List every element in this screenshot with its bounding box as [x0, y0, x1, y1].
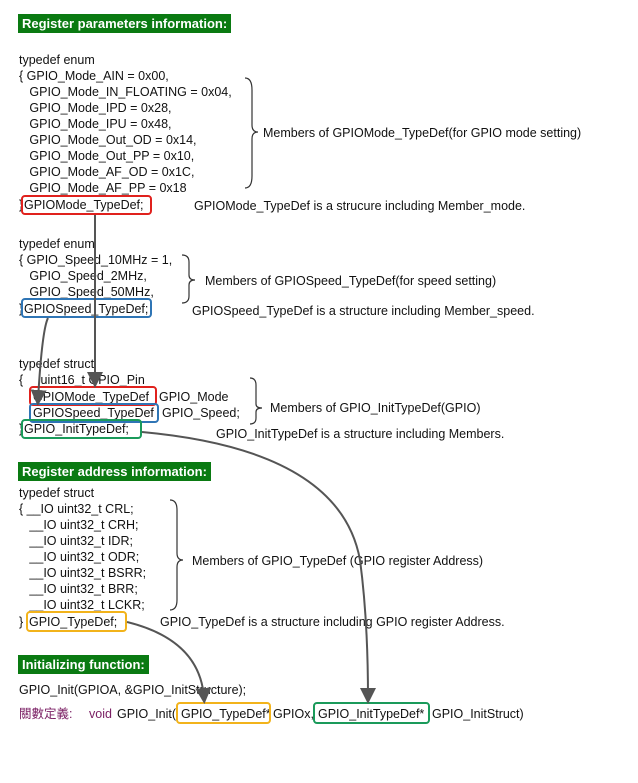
speed-struct-note: GPIOSpeed_TypeDef is a structure includi… [192, 304, 535, 318]
mode-enum-line: GPIO_Mode_Out_OD = 0x14, [19, 133, 197, 147]
init-typedef-to-param-arrow [141, 431, 376, 704]
gpio-struct-line: __IO uint32_t BRR; [19, 582, 138, 596]
param1-type-box [176, 702, 271, 724]
init-function-header: Initializing function: [18, 655, 149, 674]
speed-enum-typedef: typedef enum [19, 237, 95, 251]
void-keyword: void [89, 707, 112, 721]
gpio-struct-line: __IO uint32_t BSRR; [19, 566, 147, 580]
init-members-note: Members of GPIO_InitTypeDef(GPIO) [270, 401, 481, 415]
init-typedef-name: GPIO_InitTypeDef; [24, 422, 129, 436]
gpio-struct-note: GPIO_TypeDef is a structure including GP… [160, 615, 505, 629]
speed-enum-line: { GPIO_Speed_10MHz = 1, [19, 253, 173, 267]
init-struct-speed-type: GPIOSpeed_TypeDef [33, 406, 154, 420]
gpio-struct-line: __IO uint32_t IDR; [19, 534, 133, 548]
mode-enum-line: GPIO_Mode_AF_PP = 0x18 [19, 181, 187, 195]
speed-members-brace [181, 254, 196, 304]
gpio-struct-line: { __IO uint32_t CRL; [19, 502, 134, 516]
speed-typedef-box [21, 298, 152, 318]
mode-typedef-name: GPIOMode_TypeDef; [24, 198, 144, 212]
speed-members-note: Members of GPIOSpeed_TypeDef(for speed s… [205, 274, 497, 288]
gpio-struct-typedef: typedef struct [19, 486, 95, 500]
param1-name: GPIOx, [273, 707, 314, 721]
register-params-header: Register parameters information: [18, 14, 232, 33]
init-struct-mode-member: GPIO_Mode [159, 390, 229, 404]
init-struct-note: GPIO_InitTypeDef is a structure includin… [216, 427, 505, 441]
param1-type: GPIO_TypeDef* [181, 707, 271, 721]
param2-name: GPIO_InitStruct) [432, 707, 524, 721]
mode-enum-line: GPIO_Mode_IPD = 0x28, [19, 101, 172, 115]
gpio-struct-line: __IO uint32_t LCKR; [19, 598, 145, 612]
mode-typedef-box [21, 195, 152, 215]
mode-members-brace [244, 77, 259, 189]
mode-enum-line: { GPIO_Mode_AIN = 0x00, [19, 69, 169, 83]
gpio-typedef-name: GPIO_TypeDef; [29, 615, 118, 629]
gpio-typedef-box [26, 611, 127, 632]
gpio-typedef-to-param-arrow [126, 621, 212, 704]
init-struct-typedef: typedef struct [19, 357, 95, 371]
param2-type: GPIO_InitTypeDef* [318, 707, 425, 721]
gpio-struct-line: __IO uint32_t CRH; [19, 518, 139, 532]
init-struct-speed-box [29, 403, 159, 423]
register-address-header: Register address information: [18, 462, 211, 481]
init-typedef-box [21, 419, 142, 439]
gpio-members-brace [169, 499, 184, 611]
gpio-members-note: Members of GPIO_TypeDef (GPIO register A… [192, 554, 484, 568]
gpio-struct-line: __IO uint32_t ODR; [19, 550, 140, 564]
init-call-line: GPIO_Init(GPIOA, &GPIO_InitStructure); [19, 683, 247, 697]
speed-to-init-arrow [30, 317, 49, 406]
speed-enum-line: GPIO_Speed_50MHz, [19, 285, 154, 299]
definition-label: 關數定義: [19, 707, 73, 721]
mode-members-note: Members of GPIOMode_TypeDef(for GPIO mod… [263, 126, 582, 140]
init-struct-mode-type: GPIOMode_TypeDef [33, 390, 150, 404]
gpio-struct-close: } [19, 615, 24, 629]
speed-typedef-name: GPIOSpeed_TypeDef; [24, 302, 149, 316]
init-members-brace [249, 377, 263, 425]
mode-enum-line: GPIO_Mode_IPU = 0x48, [19, 117, 172, 131]
speed-enum-line: GPIO_Speed_2MHz, [19, 269, 147, 283]
mode-enum-line: GPIO_Mode_IN_FLOATING = 0x04, [19, 85, 232, 99]
mode-struct-note: GPIOMode_TypeDef is a strucure including… [194, 199, 526, 213]
mode-enum-line: GPIO_Mode_Out_PP = 0x10, [19, 149, 195, 163]
function-name: GPIO_Init( [117, 707, 177, 721]
mode-enum-line: GPIO_Mode_AF_OD = 0x1C, [19, 165, 195, 179]
mode-enum-typedef: typedef enum [19, 53, 95, 67]
init-struct-speed-member: GPIO_Speed; [162, 406, 240, 420]
